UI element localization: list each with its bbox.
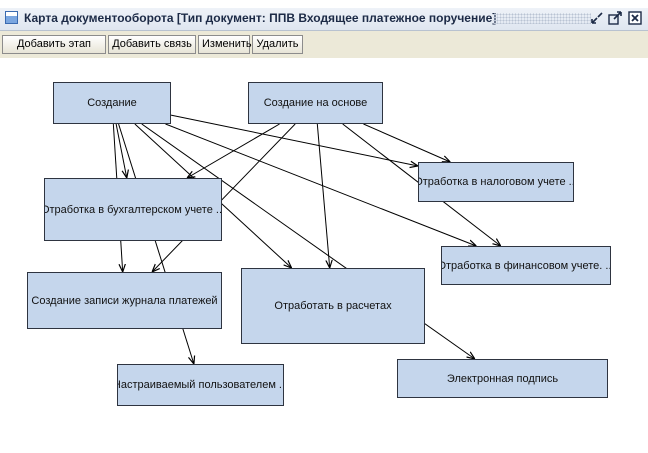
title-grip (493, 13, 591, 24)
stage-financial-accounting[interactable]: Отработка в финансовом учете. ... (441, 246, 611, 285)
add-link-button[interactable]: Добавить связь (108, 35, 196, 54)
edge-create_based-to-settlements[interactable] (316, 123, 329, 268)
stage-custom-user[interactable]: Настраиваемый пользователем ... (117, 364, 284, 406)
minimize-icon[interactable] (589, 10, 605, 26)
edge-create_based-to-accounting[interactable] (187, 123, 280, 178)
stage-settlements[interactable]: Отработать в расчетах (241, 268, 425, 344)
edge-create-to-tax[interactable] (170, 114, 418, 166)
stage-tax-accounting[interactable]: Отработка в налоговом учете ... (418, 162, 574, 202)
edge-create-to-finance[interactable] (165, 123, 477, 246)
add-stage-button[interactable]: Добавить этап (2, 35, 106, 54)
window-title: Карта документооборота [Тип документ: ПП… (24, 11, 497, 25)
title-bar: Карта документооборота [Тип документ: ПП… (0, 8, 648, 31)
maximize-icon[interactable] (607, 10, 623, 26)
edge-create_based-to-journal[interactable] (152, 123, 296, 272)
stage-create[interactable]: Создание (53, 82, 171, 124)
edge-create-to-accounting[interactable] (115, 123, 127, 178)
edge-create_based-to-tax[interactable] (363, 123, 450, 162)
stage-electronic-signature[interactable]: Электронная подпись (397, 359, 608, 398)
stage-payment-journal[interactable]: Создание записи журнала платежей (27, 272, 222, 329)
delete-button[interactable]: Удалить (252, 35, 303, 54)
close-icon[interactable] (627, 10, 643, 26)
window-icon (5, 11, 18, 24)
toolbar: Добавить этап Добавить связь Изменить Уд… (0, 31, 648, 58)
stage-bookkeeping[interactable]: Отработка в бухгалтерском учете ... (44, 178, 222, 241)
edit-button[interactable]: Изменить (198, 35, 252, 54)
top-strip (0, 0, 648, 8)
stage-create-based[interactable]: Создание на основе (248, 82, 383, 124)
